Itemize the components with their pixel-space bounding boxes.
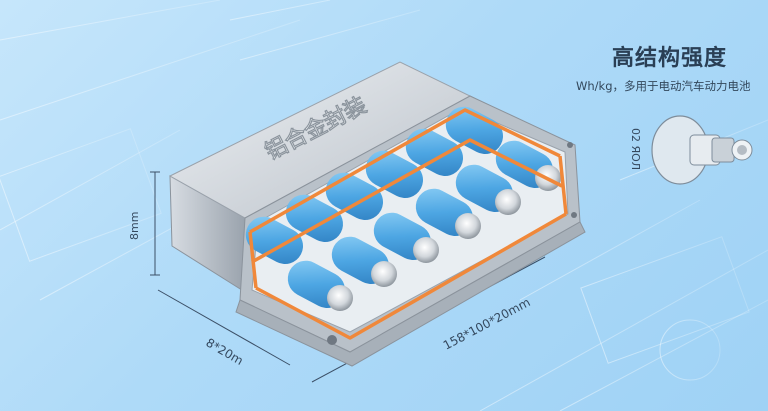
dimension-width-label: 8*20m bbox=[204, 335, 246, 367]
wiring-harness bbox=[248, 108, 568, 340]
connector-label: 02 ЯОЛ bbox=[629, 128, 642, 170]
connector-illustration bbox=[651, 115, 753, 185]
battery-cells bbox=[245, 106, 561, 311]
page-subtitle: Wh/kg，多用于电动汽车动力电池 bbox=[576, 79, 751, 93]
dimension-height-label: 8mm bbox=[128, 212, 141, 240]
page-title: 高结构强度 bbox=[612, 46, 728, 71]
